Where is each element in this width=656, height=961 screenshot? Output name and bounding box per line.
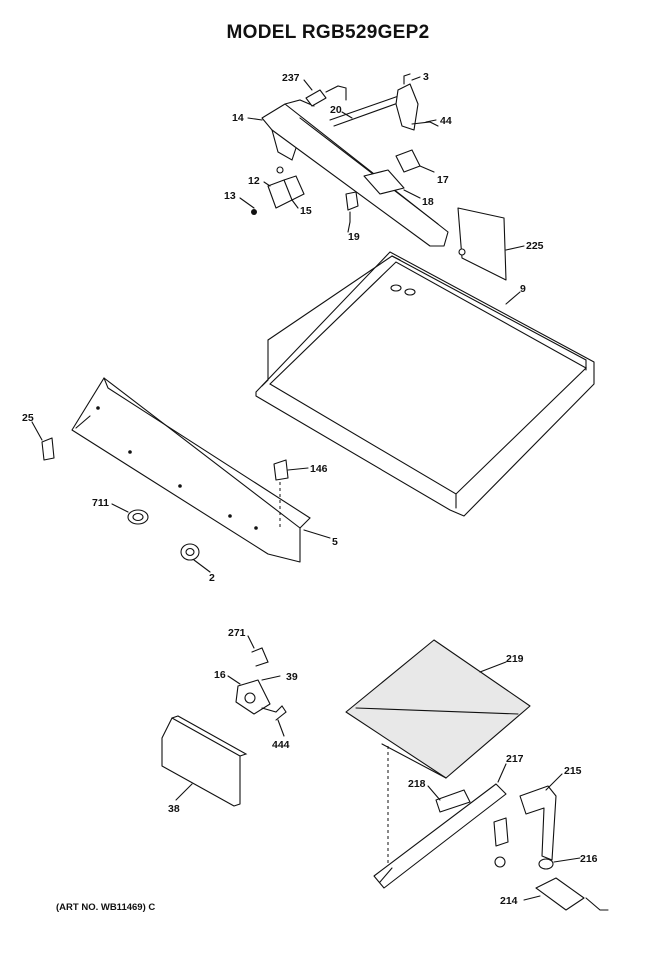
label-225: 225 bbox=[526, 240, 544, 252]
label-216: 216 bbox=[580, 853, 598, 865]
label-16: 16 bbox=[214, 669, 226, 681]
part-labels: 237 3 20 14 44 17 12 13 15 18 19 225 9 2… bbox=[22, 71, 598, 907]
label-13: 13 bbox=[224, 190, 236, 202]
burner-tube-217 bbox=[373, 783, 509, 889]
label-711: 711 bbox=[92, 497, 109, 509]
leader-lines bbox=[31, 76, 581, 901]
label-12: 12 bbox=[248, 175, 260, 187]
label-39: 39 bbox=[286, 671, 298, 683]
spreader-219 bbox=[345, 639, 531, 866]
grommet-2 bbox=[180, 543, 200, 561]
fitting-271 bbox=[251, 647, 269, 667]
manifold-panel-5 bbox=[71, 377, 311, 563]
label-25: 25 bbox=[22, 412, 34, 424]
clip-17 bbox=[395, 149, 421, 173]
label-146: 146 bbox=[310, 463, 328, 475]
bracket-214 bbox=[535, 877, 609, 911]
fitting-237 bbox=[305, 85, 347, 107]
clip-25 bbox=[41, 437, 55, 461]
screw-19 bbox=[345, 191, 359, 223]
label-19: 19 bbox=[348, 231, 360, 243]
label-14: 14 bbox=[232, 112, 244, 124]
manifold-pipe bbox=[261, 99, 449, 247]
bracket-44 bbox=[411, 121, 439, 127]
regulator-3 bbox=[395, 73, 419, 131]
label-271: 271 bbox=[228, 627, 246, 639]
label-3: 3 bbox=[423, 71, 429, 83]
diagram-title: MODEL RGB529GEP2 bbox=[226, 22, 430, 43]
label-5: 5 bbox=[332, 536, 338, 548]
label-38: 38 bbox=[168, 803, 180, 815]
label-18: 18 bbox=[422, 196, 434, 208]
label-9: 9 bbox=[520, 283, 526, 295]
orifice-218 bbox=[435, 789, 471, 813]
bracket-18 bbox=[363, 169, 405, 195]
label-2: 2 bbox=[209, 572, 215, 584]
regulator-16 bbox=[235, 679, 287, 721]
label-20: 20 bbox=[330, 104, 342, 116]
valve-13 bbox=[251, 209, 257, 215]
label-444: 444 bbox=[272, 739, 290, 751]
label-44: 44 bbox=[440, 115, 452, 127]
cover-38 bbox=[161, 715, 248, 807]
label-217: 217 bbox=[506, 753, 524, 765]
label-218: 218 bbox=[408, 778, 426, 790]
label-214: 214 bbox=[500, 895, 518, 907]
nut-216 bbox=[538, 858, 554, 870]
label-237: 237 bbox=[282, 72, 300, 84]
label-215: 215 bbox=[564, 765, 582, 777]
bracket-215 bbox=[519, 785, 557, 861]
grommet-711 bbox=[127, 509, 149, 525]
valve-12-15 bbox=[267, 166, 305, 209]
label-15: 15 bbox=[300, 205, 312, 217]
label-17: 17 bbox=[437, 174, 449, 186]
burner-box-9 bbox=[255, 251, 595, 517]
art-number: (ART NO. WB11469) C bbox=[56, 902, 156, 913]
label-219: 219 bbox=[506, 653, 524, 665]
clip-146 bbox=[273, 459, 289, 530]
shield-225 bbox=[457, 207, 507, 281]
